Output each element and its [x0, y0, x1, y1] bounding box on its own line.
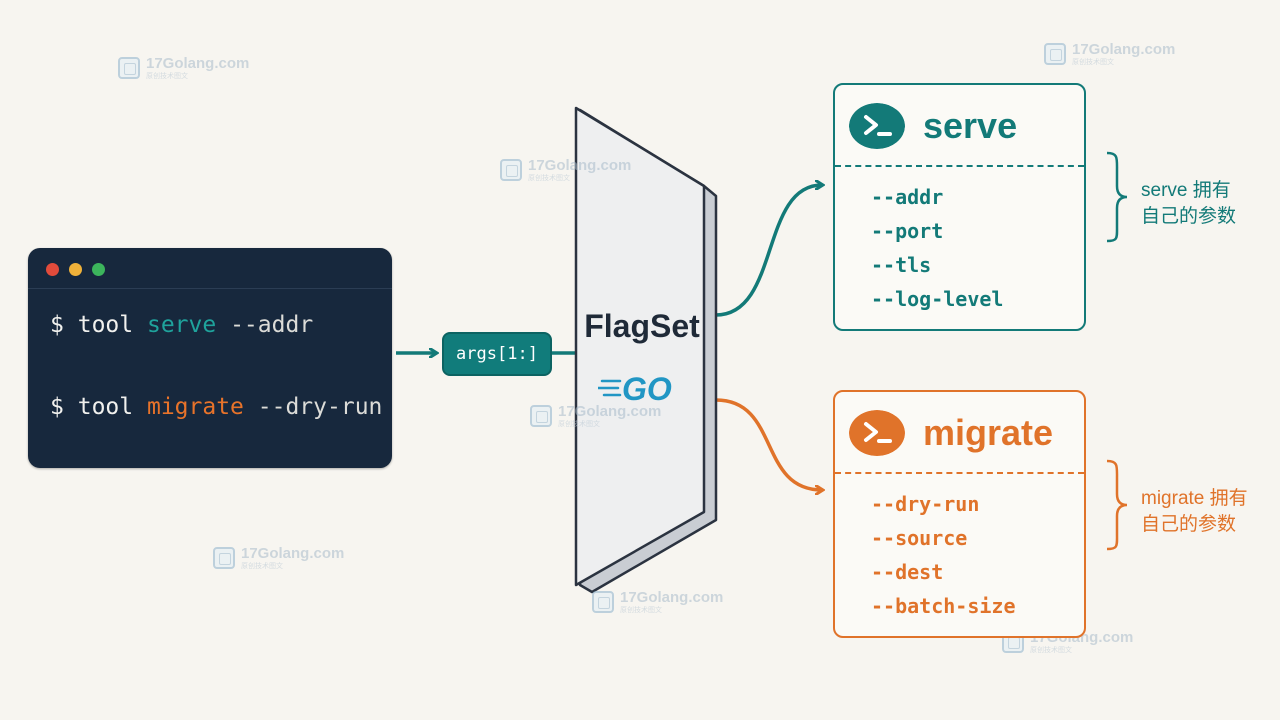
divider	[835, 165, 1084, 167]
migrate-note: migrate 拥有 自己的参数	[1141, 488, 1248, 535]
flagset-panel	[574, 106, 718, 594]
svg-text:GO: GO	[622, 371, 672, 407]
terminal-prompt-icon	[849, 410, 905, 456]
terminal-title-bar	[28, 248, 392, 289]
watermark-logo-icon	[1044, 43, 1066, 65]
terminal-window: $ tool serve --addr $ tool migrate --dry…	[28, 248, 392, 468]
migrate-command-card: migrate --dry-run --source --dest --batc…	[833, 390, 1086, 638]
flag-item: --port	[871, 219, 944, 243]
close-dot-icon	[46, 263, 59, 276]
minimize-dot-icon	[69, 263, 82, 276]
flag-item: --log-level	[871, 287, 1004, 311]
go-logo-icon: GO	[598, 371, 672, 407]
watermark-logo-icon	[530, 405, 552, 427]
terminal-line-serve: $ tool serve --addr	[50, 312, 314, 338]
flag-item: --batch-size	[871, 594, 1016, 618]
terminal-prompt-icon	[849, 103, 905, 149]
serve-command-card: serve --addr --port --tls --log-level	[833, 83, 1086, 331]
migrate-brace	[1106, 459, 1128, 551]
serve-note: serve 拥有 自己的参数	[1141, 180, 1237, 227]
flagset-to-serve-arrow	[715, 185, 822, 317]
watermark-logo-icon	[213, 547, 235, 569]
maximize-dot-icon	[92, 263, 105, 276]
flagset-to-migrate-arrow	[715, 398, 822, 490]
terminal-line-migrate: $ tool migrate --dry-run	[50, 394, 383, 420]
watermark-logo-icon	[118, 57, 140, 79]
watermark-logo-icon	[592, 591, 614, 613]
flag-item: --source	[871, 526, 968, 550]
args-slice-label: args[1:]	[442, 332, 552, 376]
flag-item: --tls	[871, 253, 932, 277]
migrate-title: migrate	[923, 412, 1054, 453]
flag-item: --addr	[871, 185, 944, 209]
flagset-title: FlagSet	[584, 308, 700, 344]
watermark-logo-icon	[500, 159, 522, 181]
serve-brace	[1106, 151, 1128, 243]
flag-item: --dry-run	[871, 492, 980, 516]
serve-title: serve	[923, 105, 1018, 146]
flag-item: --dest	[871, 560, 944, 584]
divider	[835, 472, 1084, 474]
